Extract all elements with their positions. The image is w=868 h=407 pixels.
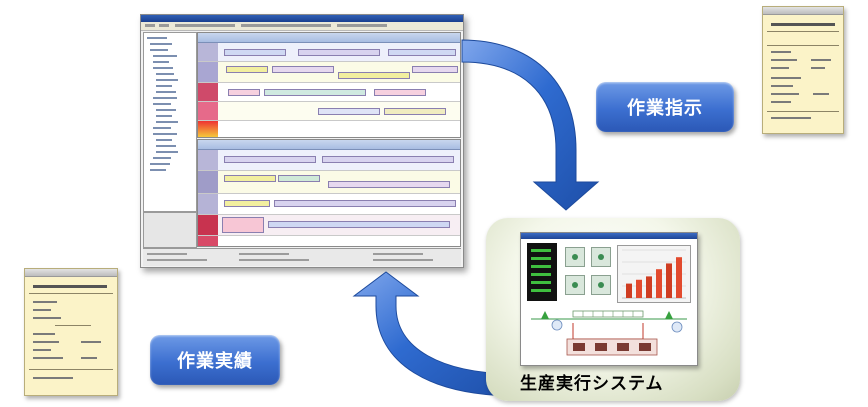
- work-instruction-sheet: [762, 6, 844, 134]
- machine-status-icon: [591, 275, 611, 295]
- machine-status-icon: [565, 275, 585, 295]
- resource-tree-panel: [143, 32, 197, 212]
- property-panel: [143, 212, 197, 248]
- mes-status-display: [527, 243, 557, 301]
- scheduler-status-panel: [143, 248, 461, 266]
- work-results-text: 作業実績: [177, 351, 253, 372]
- mes-chart-bar: [676, 257, 682, 298]
- mes-chart-bar: [626, 283, 632, 298]
- gantt-chart-bottom: [197, 139, 461, 247]
- work-results-label: 作業実績: [150, 335, 280, 385]
- mes-bar-chart: [617, 245, 691, 303]
- mes-bar-chart-svg: [622, 249, 686, 299]
- machine-status-icon: [565, 247, 585, 267]
- process-flow-svg: [531, 310, 687, 356]
- mes-chart-bar: [646, 276, 652, 298]
- mes-title-bar: [521, 233, 697, 239]
- mes-chart-bar: [666, 263, 672, 298]
- mes-process-flow-diagram: [527, 305, 691, 361]
- machine-status-icon: [591, 247, 611, 267]
- mes-chart-bar: [636, 279, 642, 298]
- gantt-chart-top: [197, 32, 461, 138]
- scheduler-menu-bar: [141, 22, 463, 31]
- scheduler-screenshot: [140, 14, 464, 268]
- mes-screenshot: [520, 232, 698, 366]
- scheduler-title-bar: [141, 15, 463, 22]
- mes-system-label: 生産実行システム: [520, 374, 664, 394]
- work-instruction-label: 作業指示: [596, 82, 734, 132]
- curved-arrow-down-icon: [461, 39, 600, 211]
- work-results-sheet: [24, 268, 118, 396]
- work-instruction-text: 作業指示: [627, 98, 703, 119]
- mes-chart-bar: [656, 269, 662, 298]
- curved-arrow-up-icon: [352, 271, 519, 397]
